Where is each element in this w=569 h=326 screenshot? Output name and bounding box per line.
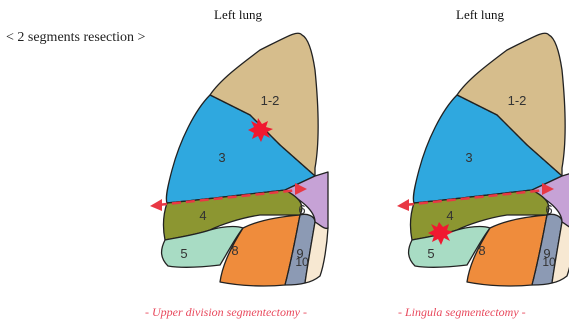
label-3: 3 — [218, 150, 225, 165]
label-8: 8 — [478, 243, 485, 258]
upper-division-lung-diagram: 1-2 3 4 5 6 8 9 10 — [140, 0, 380, 300]
lingula-caption: - Lingula segmentectomy - — [398, 305, 526, 320]
label-10: 10 — [542, 255, 556, 269]
label-6: 6 — [545, 202, 552, 217]
label-8: 8 — [231, 243, 238, 258]
upper-division-caption: - Upper division segmentectomy - — [145, 305, 307, 320]
label-3: 3 — [465, 150, 472, 165]
label-5: 5 — [427, 246, 434, 261]
label-1-2: 1-2 — [261, 93, 280, 108]
label-4: 4 — [199, 208, 206, 223]
label-4: 4 — [446, 208, 453, 223]
label-6: 6 — [298, 202, 305, 217]
label-5: 5 — [180, 246, 187, 261]
lingula-lung-diagram: 1-2 3 4 5 6 8 9 10 — [387, 0, 569, 300]
section-subtitle: < 2 segments resection > — [6, 30, 145, 46]
label-1-2: 1-2 — [508, 93, 527, 108]
label-10: 10 — [295, 255, 309, 269]
